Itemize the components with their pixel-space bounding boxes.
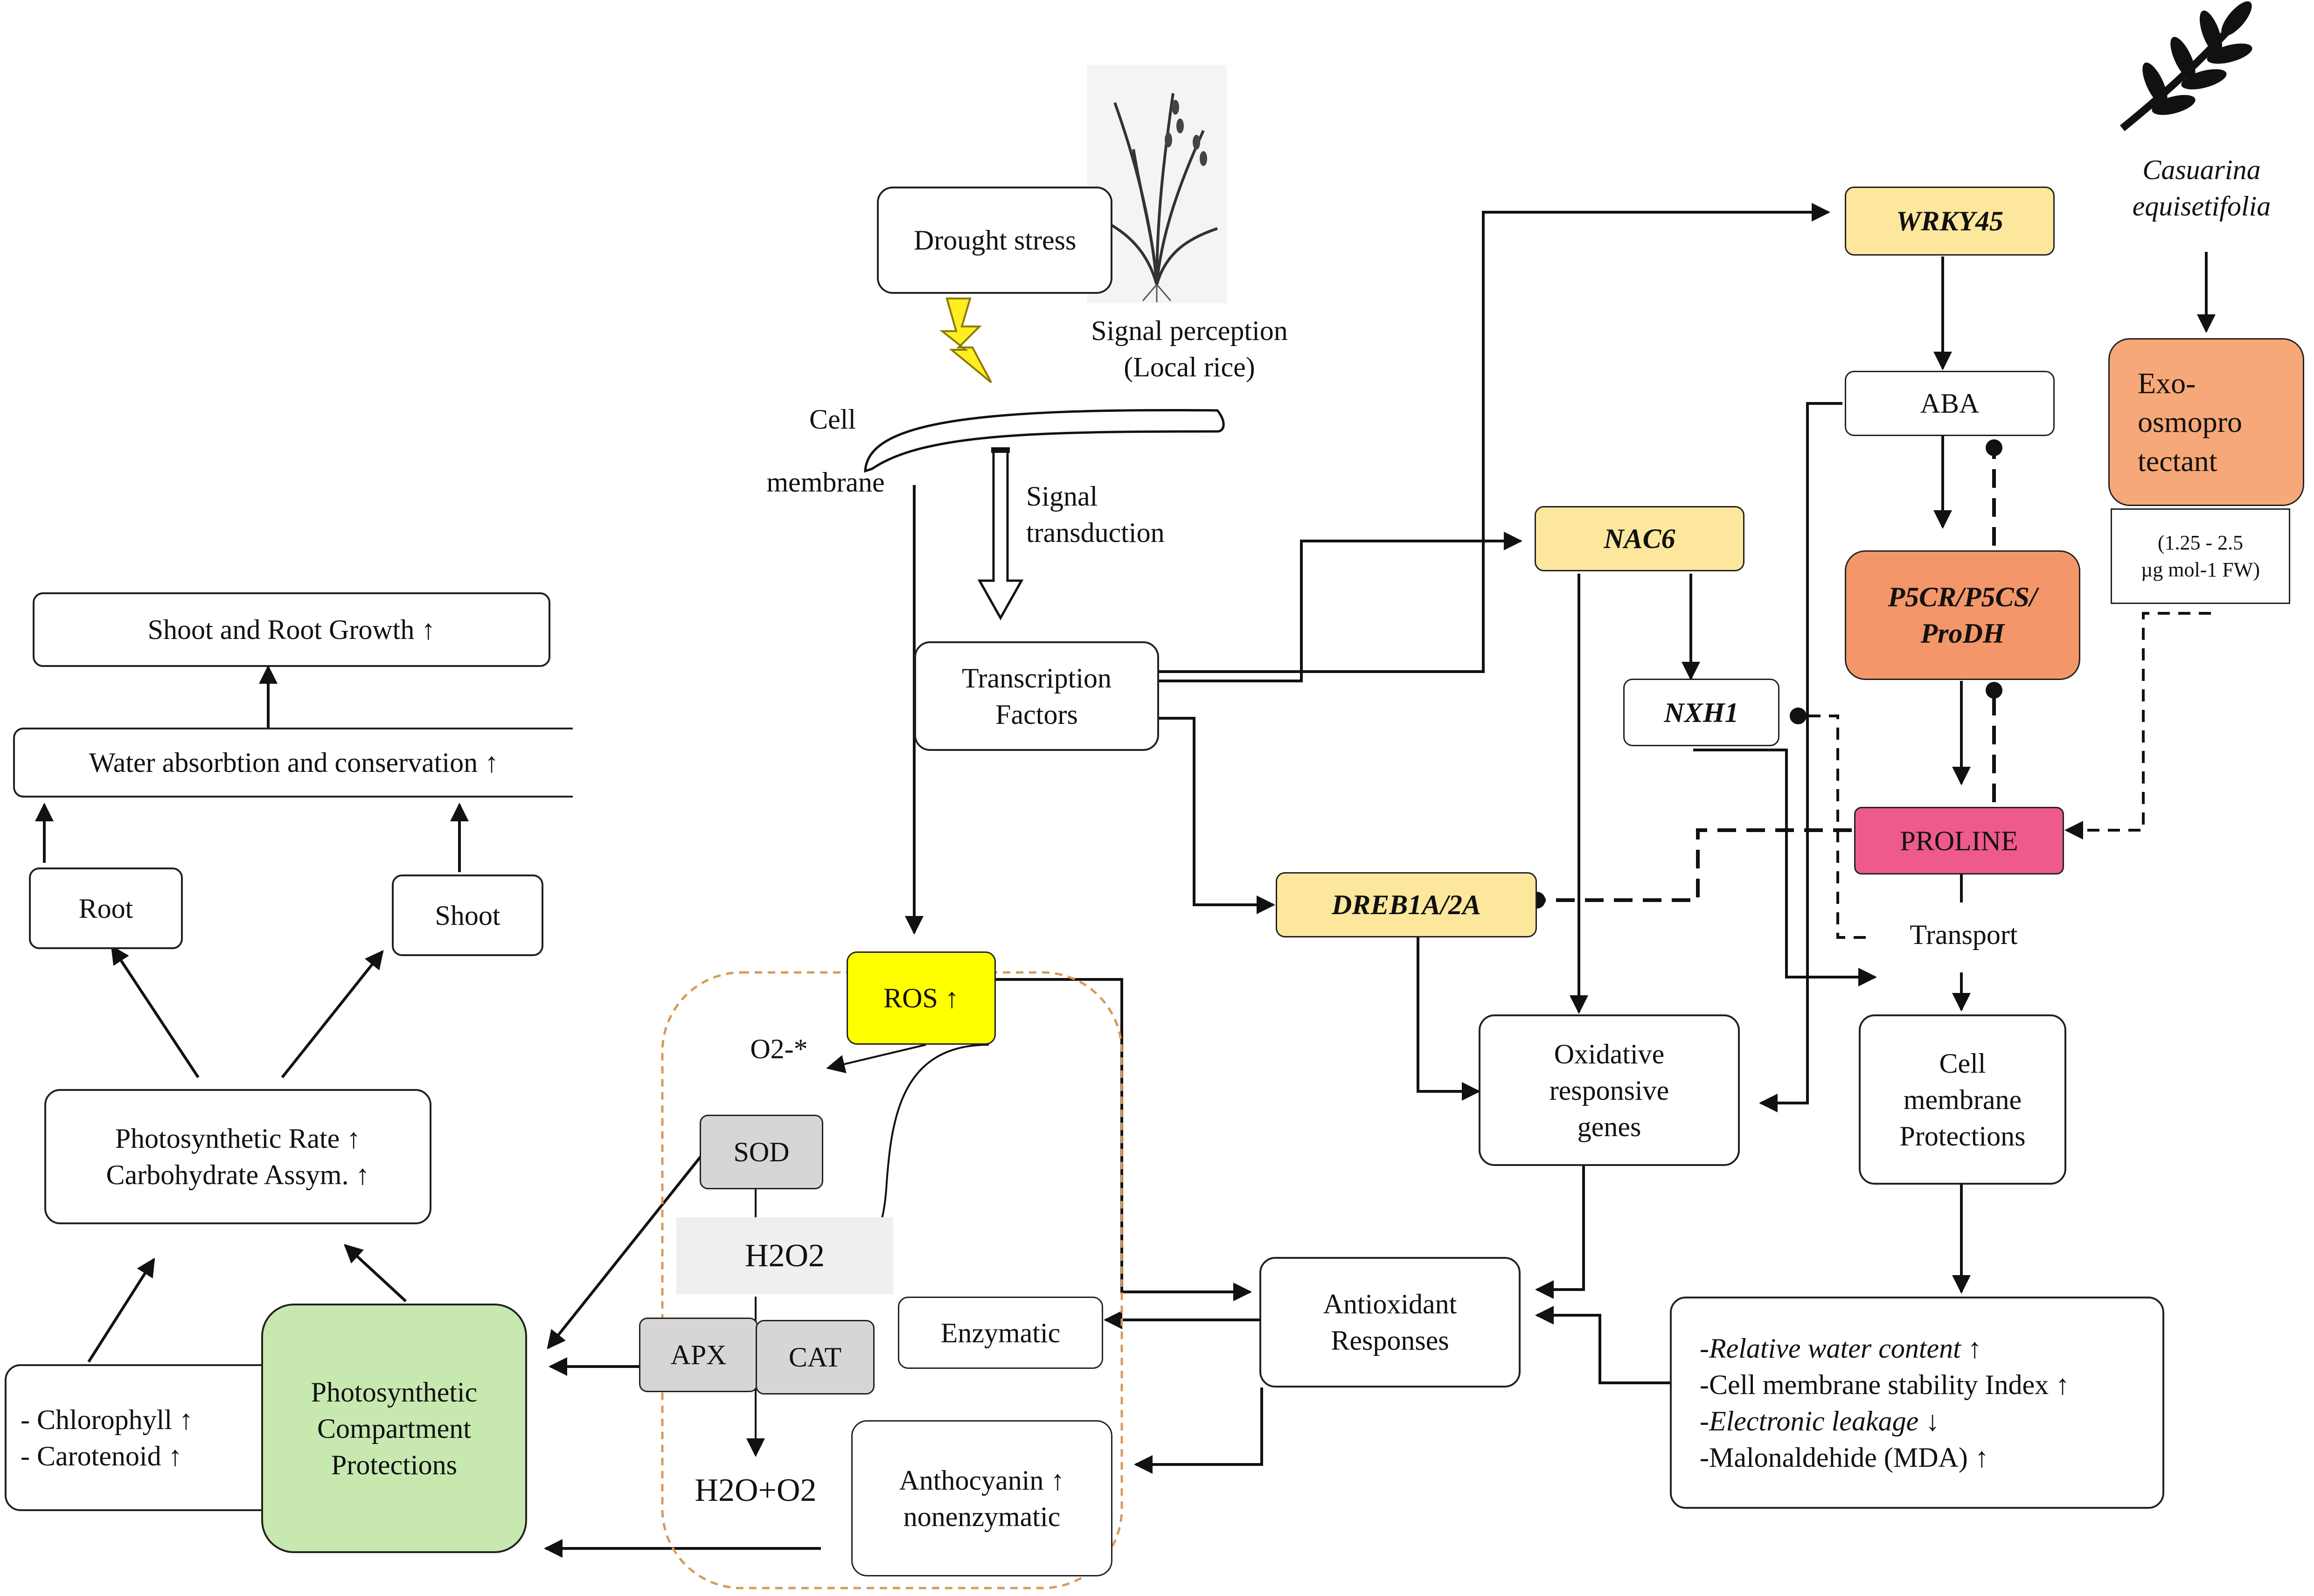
arrow-chlorophyll-rate — [87, 1257, 155, 1363]
cell-membrane-label-top: Cell — [809, 404, 856, 435]
arrow-ros-antioxidant — [996, 978, 1252, 1301]
wrky45-box: WRKY45 — [1845, 187, 2055, 256]
h2o2-box: H2O2 — [676, 1217, 893, 1294]
indicator-electronic-leakage: -Electronic leakage ↓ — [1700, 1405, 1940, 1436]
arrow-tf-wrky45 — [1157, 203, 1830, 673]
photosynthetic-rate-box: Photosynthetic Rate ↑ Carbohydrate Assym… — [44, 1089, 431, 1224]
drought-stress-box: Drought stress — [877, 187, 1112, 294]
ros-box: ROS ↑ — [847, 951, 996, 1045]
arrow-dreb-oxidative — [1417, 937, 1480, 1101]
arrow-antioxidant-anthocyanin — [1134, 1388, 1263, 1474]
nac6-box: NAC6 — [1535, 506, 1744, 571]
arrow-nxh1-transport — [1693, 749, 1877, 986]
oxidative-responsive-genes-box: Oxidative responsive genes — [1479, 1014, 1740, 1166]
cell-membrane-label-bottom: membrane — [766, 467, 885, 498]
dot-aba — [1986, 439, 2002, 456]
signal-transduction-label: Signal transduction — [1026, 481, 1165, 548]
arrow-indicators-antioxidant — [1535, 1306, 1670, 1384]
indicator-membrane-stability: -Cell membrane stability Index ↑ — [1700, 1369, 2070, 1400]
photosynthetic-protection-box: Photosynthetic Compartment Protections — [261, 1304, 527, 1553]
arrow-rate-root — [111, 945, 200, 1078]
arrow-ros-o2 — [826, 1044, 926, 1074]
p5cr-box: P5CR/P5CS/ ProDH — [1845, 550, 2080, 680]
root-box: Root — [29, 867, 183, 949]
cell-membrane-protections-box: Cell membrane Protections — [1859, 1014, 2066, 1185]
chlorophyll-box: - Chlorophyll ↑ - Carotenoid ↑ — [5, 1364, 266, 1511]
arrow-oxidative-antioxidant — [1535, 1166, 1585, 1299]
sod-box: SOD — [700, 1115, 823, 1189]
arrow-sod-photo — [547, 1151, 706, 1350]
indicators-box: -Relative water content ↑ -Cell membrane… — [1670, 1297, 2164, 1509]
indicator-relative-water: -Relative water content ↑ — [1700, 1332, 1982, 1364]
water-oxygen-label: H2O+O2 — [695, 1472, 817, 1508]
aba-box: ABA — [1845, 371, 2055, 436]
dot-p5cr — [1986, 682, 2002, 699]
shoot-box: Shoot — [392, 874, 543, 956]
casuarina-label: Casuarina equisetifolia — [2132, 154, 2271, 222]
nxh1-box: NXH1 — [1623, 679, 1779, 746]
water-absorption-box: Water absorbtion and conservation ↑ — [13, 728, 573, 798]
arrow-tf-nac6 — [1157, 532, 1522, 682]
arrow-aba-oxidative — [1759, 402, 1842, 1112]
cell-membrane-shape — [864, 409, 1225, 473]
dashed-proline-dreb — [1539, 828, 1852, 902]
dreb-box: DREB1A/2A — [1276, 872, 1537, 937]
arrow-photo-rate — [344, 1244, 407, 1303]
arrow-rate-shoot — [281, 950, 384, 1078]
superoxide-label: O2-* — [750, 1034, 808, 1064]
arrow-tf-dreb — [1157, 717, 1275, 914]
antioxidant-responses-box: Antioxidant Responses — [1259, 1257, 1521, 1388]
dot-nxh1 — [1790, 708, 1807, 724]
cat-box: CAT — [756, 1320, 875, 1395]
transcription-factors-box: Transcription Factors — [914, 641, 1159, 751]
signal-transduction-arrow — [977, 449, 1024, 621]
casuarina-leaf-icon — [2119, 1, 2252, 132]
dose-box: (1.25 - 2.5 µg mol-1 FW) — [2111, 508, 2290, 604]
indicator-mda: -Malonaldehide (MDA) ↑ — [1700, 1442, 1989, 1473]
transport-label: Transport — [1910, 919, 2018, 950]
signal-perception-label: Signal perception (Local rice) — [1091, 315, 1288, 382]
lightning-icon — [939, 298, 992, 383]
shoot-root-growth-box: Shoot and Root Growth ↑ — [33, 592, 550, 667]
anthocyanin-box: Anthocyanin ↑ nonenzymatic — [851, 1420, 1112, 1576]
proline-box: PROLINE — [1854, 807, 2064, 874]
enzymatic-box: Enzymatic — [898, 1297, 1103, 1369]
exo-osmoprotectant-box: Exo- osmopro tectant — [2108, 338, 2304, 506]
dashed-dose-proline — [2064, 612, 2211, 840]
apx-box: APX — [639, 1318, 758, 1392]
dashed-transport-nxh1 — [1800, 715, 1866, 939]
